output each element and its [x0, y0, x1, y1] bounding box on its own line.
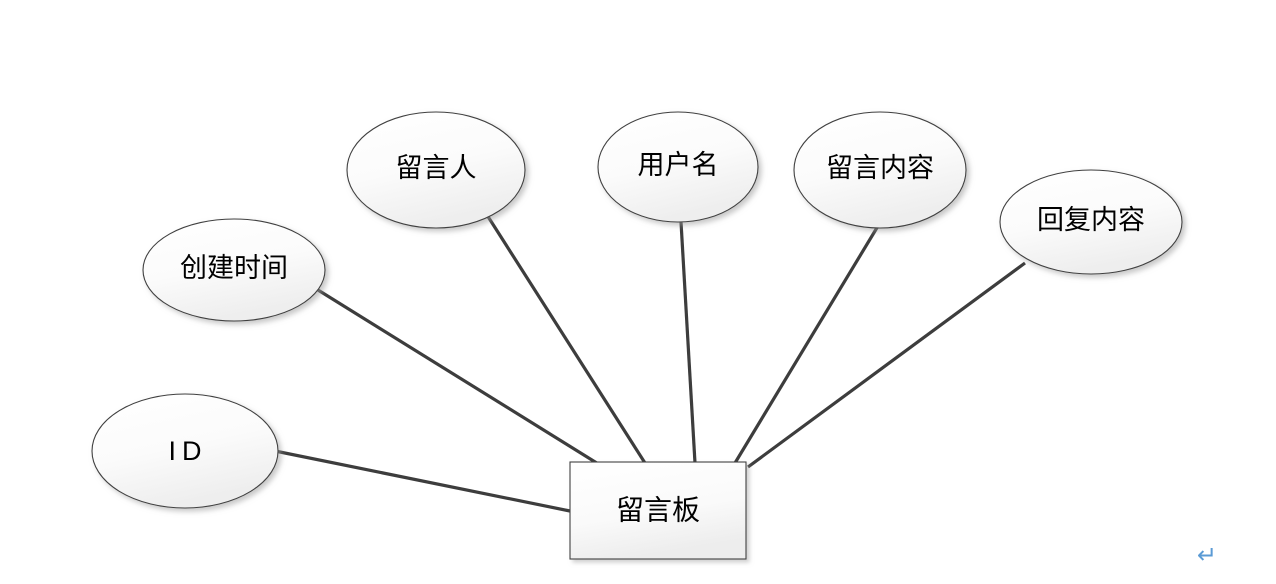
attribute-ellipse-username[interactable]	[597, 111, 759, 223]
attribute-node-username[interactable]: 用户名	[597, 111, 759, 223]
entity-rect[interactable]	[569, 461, 747, 560]
attribute-ellipse-id[interactable]	[91, 393, 279, 509]
connector-username	[679, 221, 697, 464]
attribute-label-author: 留言人	[396, 153, 477, 183]
connector-id	[274, 449, 571, 513]
attribute-node-author[interactable]: 留言人	[346, 111, 526, 229]
attribute-node-message-content[interactable]: 留言内容	[793, 111, 967, 229]
attribute-label-username: 用户名	[638, 150, 719, 180]
connector-author	[485, 214, 647, 464]
entity-label: 留言板	[616, 494, 700, 526]
connector-reply-content	[747, 261, 1026, 469]
attribute-node-id[interactable]: ID	[91, 393, 279, 509]
connector-message-content	[733, 225, 880, 464]
attribute-node-reply-content[interactable]: 回复内容	[999, 169, 1183, 275]
connector-create-time	[317, 288, 601, 467]
attribute-node-create-time[interactable]: 创建时间	[142, 218, 326, 322]
attribute-label-reply-content: 回复内容	[1037, 205, 1145, 235]
attribute-ellipse-message-content[interactable]	[793, 111, 967, 229]
attribute-ellipse-author[interactable]	[346, 111, 526, 229]
paragraph-mark-icon: ↵	[1196, 541, 1218, 569]
attribute-label-message-content: 留言内容	[826, 153, 934, 183]
attribute-label-id: ID	[169, 436, 208, 466]
connector-group	[274, 214, 1026, 513]
attribute-label-create-time: 创建时间	[180, 253, 288, 283]
entity-node-message-board[interactable]: 留言板	[569, 461, 747, 560]
attribute-ellipse-create-time[interactable]	[142, 218, 326, 322]
attribute-ellipse-reply-content[interactable]	[999, 169, 1183, 275]
